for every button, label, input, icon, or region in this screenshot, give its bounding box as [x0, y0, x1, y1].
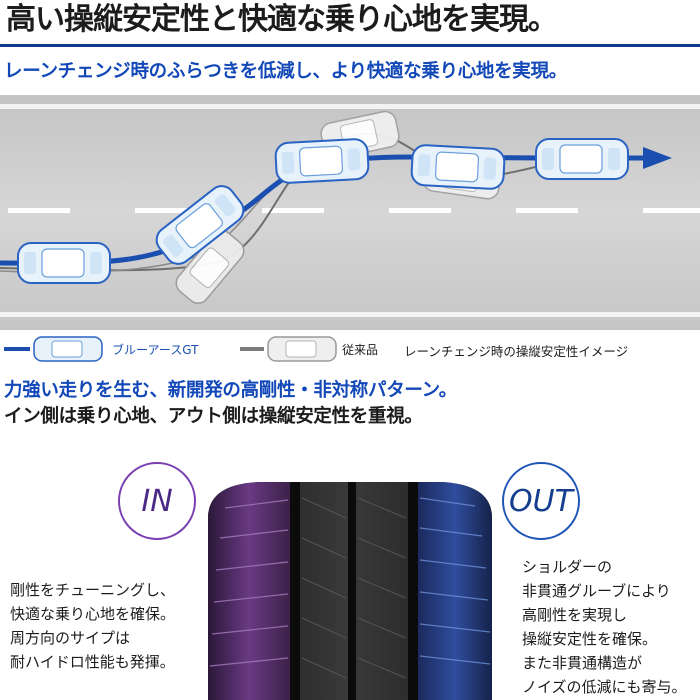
title-divider: [0, 44, 700, 47]
in-desc-line: 剛性をチューニングし、: [10, 581, 176, 599]
legend: ブルーアースGT 従来品 レーンチェンジ時の操縦安定性イメージ: [0, 332, 700, 366]
bluearth-car-2: [155, 185, 245, 265]
bluearth-car-1: [17, 242, 111, 284]
lane-dashes: [8, 208, 700, 213]
out-desc-line: ショルダーの: [522, 558, 613, 576]
out-sipes: [419, 497, 491, 665]
bluearth-car-4: [410, 144, 506, 190]
out-desc-line: また非貫通構造が: [522, 654, 643, 672]
tire-tread-illustration: [208, 482, 492, 700]
legend-conventional-label: 従来品: [342, 343, 379, 357]
bluearth-car-5: [535, 138, 629, 180]
out-side-description: ショルダーの 非貫通グルーブにより 高剛性を実現し 操縦安定性を確保。 また非貫…: [522, 555, 687, 699]
bluearth-gt-legend-icon: [4, 336, 103, 362]
pattern-subheading: イン側は乗り心地、アウト側は操縦安定性を重視。: [4, 406, 423, 427]
bluearth-car-3: [274, 138, 370, 184]
page-title: 高い操縦安定性と快適な乗り心地を実現。: [6, 2, 558, 37]
direction-arrow-icon: [643, 147, 672, 169]
main-grooves: [290, 482, 418, 700]
out-desc-line: 高剛性を実現し: [522, 606, 628, 624]
in-desc-line: 周方向のサイプは: [10, 629, 131, 647]
out-shoulder: [418, 482, 492, 700]
conventional-legend-icon: [240, 336, 337, 362]
legend-bluearth-gt-label: ブルーアースGT: [112, 343, 199, 357]
pattern-heading: 力強い走りを生む、新開発の高剛性・非対称パターン。: [4, 380, 457, 401]
out-desc-line: ノイズの低減にも寄与。: [522, 678, 687, 696]
in-side-badge: IN: [118, 462, 196, 540]
road-edge-top: [0, 104, 700, 109]
in-shoulder: [208, 482, 290, 700]
page-subtitle: レーンチェンジ時のふらつきを低減し、より快適な乗り心地を実現。: [4, 61, 567, 82]
in-side-description: 剛性をチューニングし、 快適な乗り心地を確保。 周方向のサイプは 耐ハイドロ性能…: [10, 578, 175, 674]
out-desc-line: 操縦安定性を確保。: [522, 630, 658, 648]
lane-change-illustration: [0, 95, 700, 330]
legend-caption: レーンチェンジ時の操縦安定性イメージ: [404, 344, 629, 359]
in-desc-line: 快適な乗り心地を確保。: [10, 605, 176, 623]
out-side-badge: OUT: [502, 462, 580, 540]
road-edge-bottom: [0, 312, 700, 317]
center-rib-sipes: [301, 497, 407, 679]
in-sipes: [209, 499, 289, 667]
in-desc-line: 耐ハイドロ性能も発揮。: [10, 653, 175, 671]
out-desc-line: 非貫通グルーブにより: [522, 582, 671, 600]
conventional-car-1: [175, 230, 245, 304]
